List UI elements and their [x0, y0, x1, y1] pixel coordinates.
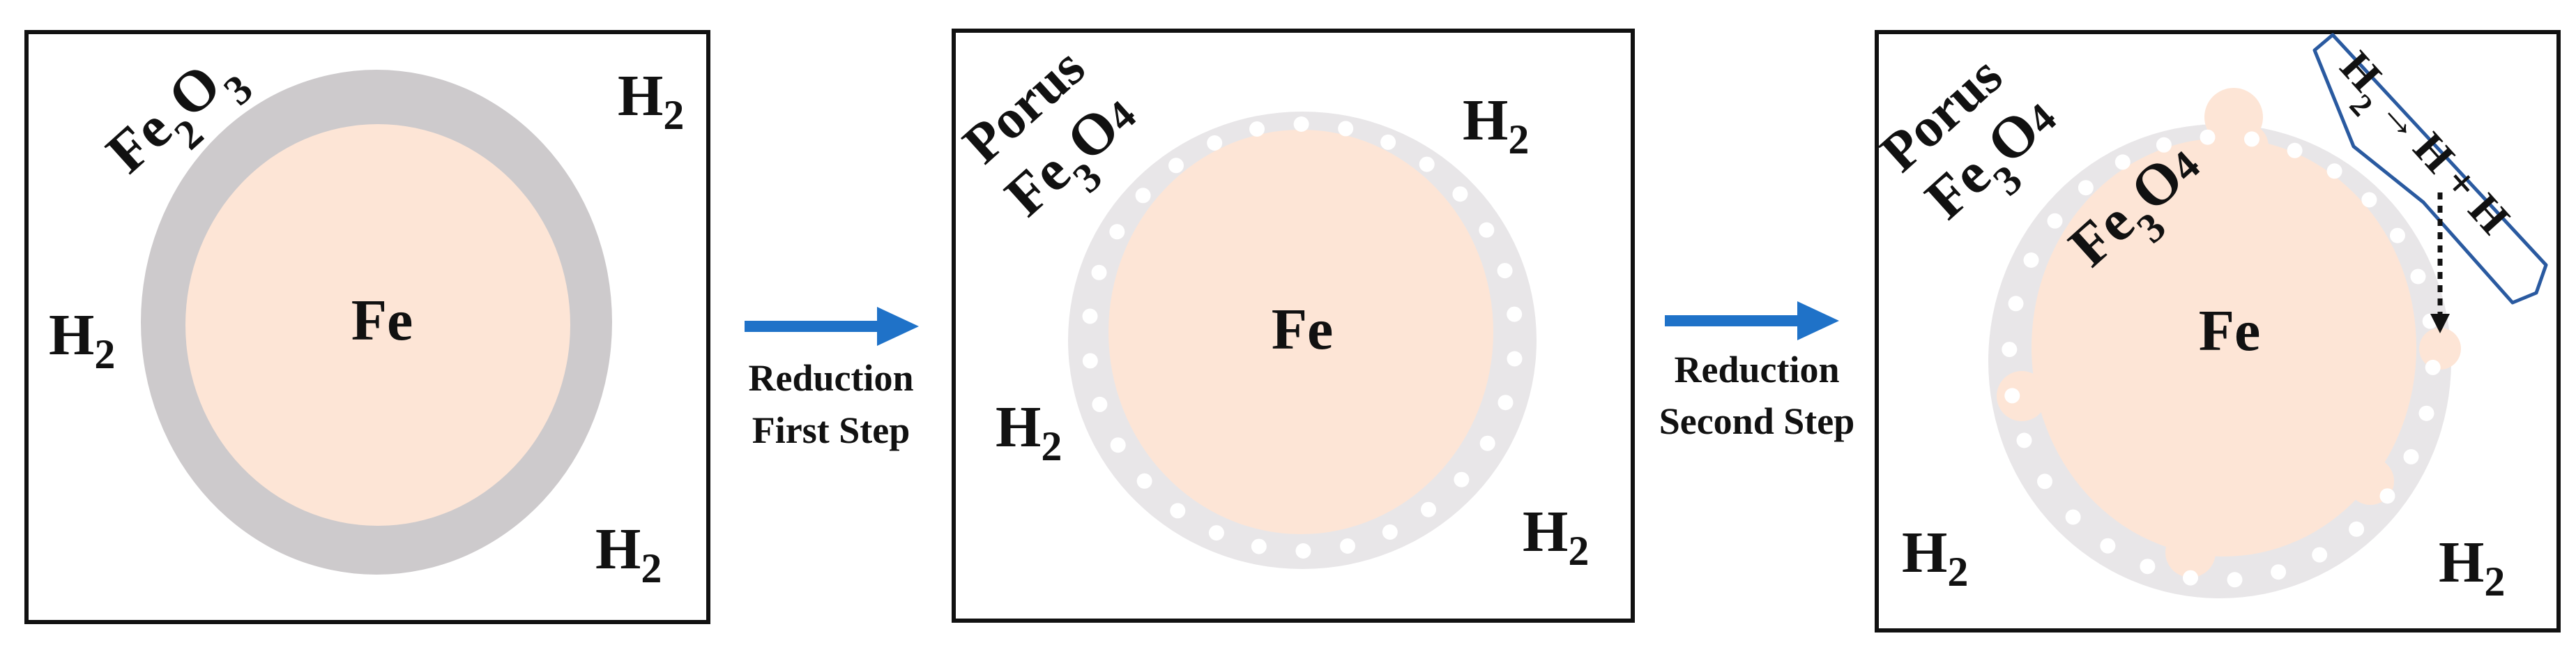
pores — [2002, 129, 2441, 588]
pore-dot — [1170, 503, 1186, 519]
fe-core — [185, 124, 570, 526]
pore-dot — [1380, 134, 1396, 150]
pore-dot — [1421, 501, 1436, 517]
pore-dot — [2100, 538, 2116, 554]
pore-dot — [1479, 222, 1495, 238]
pore-dot — [1168, 158, 1184, 174]
step-label-line1: Reduction — [1674, 349, 1839, 391]
pore-dot — [2390, 227, 2405, 243]
pore-dot — [2037, 474, 2052, 490]
pore-dot — [1135, 188, 1151, 204]
pore-dot — [2349, 521, 2365, 537]
pore-dot — [1507, 351, 1523, 367]
pore-dot — [2008, 296, 2024, 312]
pore-dot — [1136, 473, 1152, 489]
h2-label: H2 — [618, 63, 684, 138]
pore-dot — [1340, 538, 1355, 554]
h2-label: H2 — [49, 303, 115, 377]
panel-fe-growth: Fe Porus Fe3O4 Fe3O4 H2 H2 H2→H + H — [1869, 30, 2561, 633]
pore-dot — [1082, 308, 1098, 324]
pore-dot — [1419, 156, 1435, 172]
pore-dot — [1208, 525, 1224, 541]
fe-core — [1108, 130, 1493, 534]
pore-dot — [1338, 121, 1354, 137]
h2-label: H2 — [1523, 499, 1589, 574]
core-label: Fe — [2199, 298, 2261, 363]
pore-dot — [1091, 264, 1107, 280]
pore-dot — [2023, 252, 2039, 268]
callout-box — [2312, 33, 2548, 305]
pore-dot — [2156, 137, 2172, 153]
pore-dot — [2183, 570, 2198, 586]
pore-dot — [2312, 547, 2328, 563]
right-arrow-icon — [745, 307, 919, 346]
pore-dot — [2403, 449, 2419, 464]
pore-dot — [1295, 543, 1311, 559]
pore-dot — [2379, 488, 2395, 504]
pore-dot — [1497, 395, 1514, 411]
h2-label: H2 — [1902, 520, 1968, 595]
step-label-line2: Second Step — [1659, 400, 1855, 442]
pore-dot — [2227, 572, 2243, 588]
pore-dot — [1092, 396, 1108, 412]
pore-dot — [1082, 353, 1098, 369]
pore-dot — [1293, 116, 1309, 132]
pore-dot — [1452, 186, 1468, 202]
dotted-arrow-down-icon — [2430, 192, 2450, 333]
pore-dot — [1382, 524, 1398, 540]
pore-dot — [1110, 437, 1126, 453]
pore-dot — [2200, 129, 2216, 145]
h2-label: H2 — [1463, 88, 1529, 162]
h2-label: H2 — [2439, 530, 2505, 605]
pore-dot — [1454, 471, 1470, 487]
core-label: Fe — [1272, 297, 1334, 362]
pore-dot — [1479, 435, 1495, 451]
pore-dot — [2287, 142, 2303, 158]
h2-label: H2 — [595, 517, 662, 591]
pore-dot — [2004, 388, 2020, 404]
pore-dot — [2410, 268, 2426, 285]
pore-dot — [2140, 559, 2156, 575]
pore-dot — [1109, 224, 1125, 240]
panel-porous-fe3o4: Fe Porus Fe3O4 H2 H2 H2 — [952, 29, 1635, 623]
pore-dot — [2361, 192, 2377, 208]
pore-dot — [2425, 359, 2441, 375]
step-label-line2: First Step — [752, 409, 910, 451]
reduction-step-1: Reduction First Step — [745, 307, 919, 451]
step-label-line1: Reduction — [748, 357, 913, 399]
pore-dot — [2244, 131, 2259, 147]
pore-dot — [2065, 509, 2081, 525]
pore-dot — [2271, 564, 2287, 580]
pore-dot — [1497, 263, 1513, 279]
pore-dot — [1249, 121, 1265, 137]
reduction-step-2: Reduction Second Step — [1659, 301, 1855, 442]
fe-core — [2032, 138, 2416, 556]
pore-dot — [1507, 306, 1523, 322]
core-label: Fe — [351, 288, 413, 353]
pore-dot — [2078, 180, 2094, 196]
pore-dot — [2016, 432, 2032, 448]
panel-fe2o3: Fe Fe2O3 H2 H2 H2 — [24, 30, 710, 624]
right-arrow-icon — [1665, 301, 1839, 340]
pore-dot — [1251, 538, 1267, 554]
pore-dot — [2326, 163, 2342, 179]
pore-dot — [2047, 213, 2063, 229]
pore-dot — [2418, 405, 2434, 421]
pore-dot — [2114, 154, 2131, 170]
pore-dot — [2002, 342, 2018, 358]
h2-label: H2 — [996, 395, 1062, 469]
pore-dot — [1207, 135, 1223, 151]
pores — [1082, 116, 1523, 559]
